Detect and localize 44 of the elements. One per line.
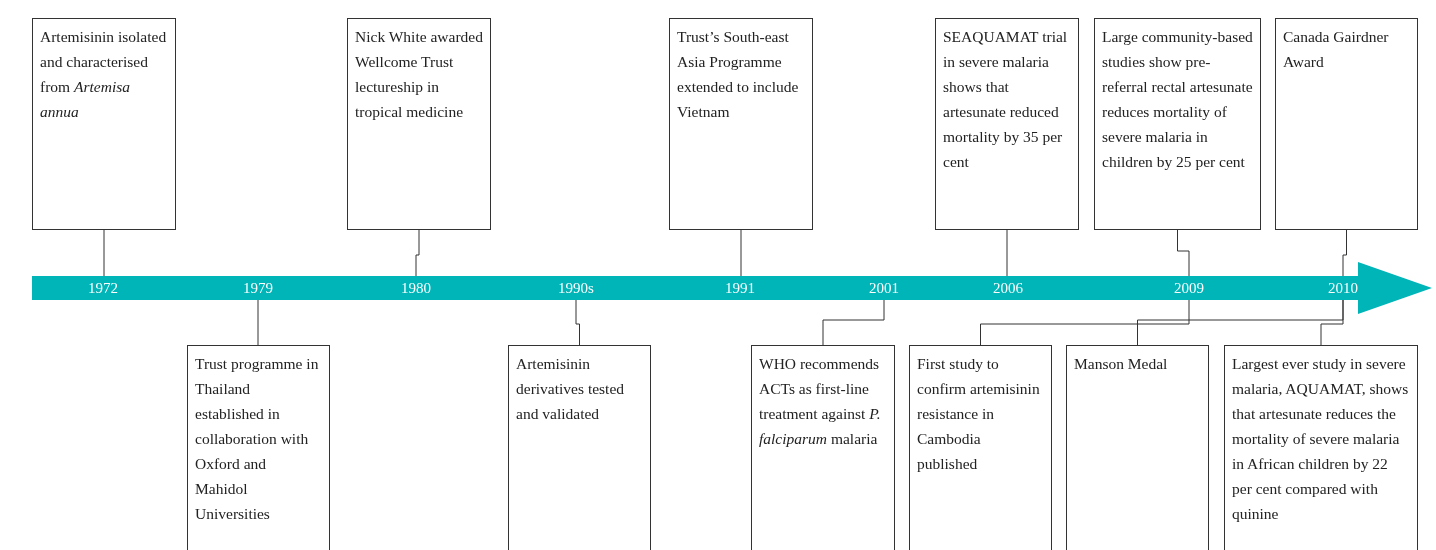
connector-line (1320, 299, 1344, 346)
connector-line (415, 229, 420, 277)
event-text: Artemisinin derivatives tested and validated (516, 354, 626, 424)
year-label: 1972 (88, 279, 118, 297)
event-text: WHO recommends ACTs as first-line treatment against P. falciparum malaria (759, 354, 882, 449)
connector-line (103, 229, 105, 277)
connector-line (575, 299, 580, 346)
event-box (751, 345, 895, 550)
event-text: First study to confirm artemisinin resistance in Cambodia published (917, 354, 1041, 474)
event-text: Canada Gairdner Award (1283, 27, 1390, 72)
event-box (935, 18, 1079, 230)
event-text: Trust programme in Thailand established in collaboration with Oxford and Mahidol Universities (195, 354, 320, 524)
event-box (187, 345, 330, 550)
year-label: 1990s (558, 279, 594, 297)
connector-line (740, 229, 742, 277)
connector-line (980, 299, 1190, 346)
event-box (669, 18, 813, 230)
event-box (508, 345, 651, 550)
connector-line (1342, 229, 1347, 277)
year-label: 1980 (401, 279, 431, 297)
event-text: Large community-based studies show pre-referral rectal artesunate reduces mortality of severe malaria in children by 25 per cent (1102, 27, 1253, 172)
year-label: 2001 (869, 279, 899, 297)
event-box (1066, 345, 1209, 550)
event-box (347, 18, 491, 230)
event-box (1275, 18, 1418, 230)
connector-line (1177, 229, 1190, 277)
year-label: 1991 (725, 279, 755, 297)
event-box (909, 345, 1052, 550)
connector-line (822, 299, 885, 346)
event-text: Manson Medal (1074, 354, 1169, 374)
event-text: Artemisinin isolated and characterised from Artemisa annua (40, 27, 168, 122)
year-label: 2009 (1174, 279, 1204, 297)
year-label: 2010 (1328, 279, 1358, 297)
event-text: Nick White awarded Wellcome Trust lectureship in tropical medicine (355, 27, 483, 122)
event-text: Largest ever study in severe malaria, AQUAMAT, shows that artesunate reduces the mortality of severe malaria in African children by 22 per cent compared with quinine (1232, 354, 1410, 524)
year-label: 1979 (243, 279, 273, 297)
event-box (1094, 18, 1261, 230)
event-text: SEAQUAMAT trial in severe malaria shows that artesunate reduced mortality by 35 per cent (943, 27, 1069, 172)
event-text: Trust’s South-east Asia Programme extended to include Vietnam (677, 27, 800, 122)
event-box (32, 18, 176, 230)
event-box (1224, 345, 1418, 550)
connector-line (257, 299, 259, 346)
year-label: 2006 (993, 279, 1023, 297)
connector-line (1006, 229, 1008, 277)
